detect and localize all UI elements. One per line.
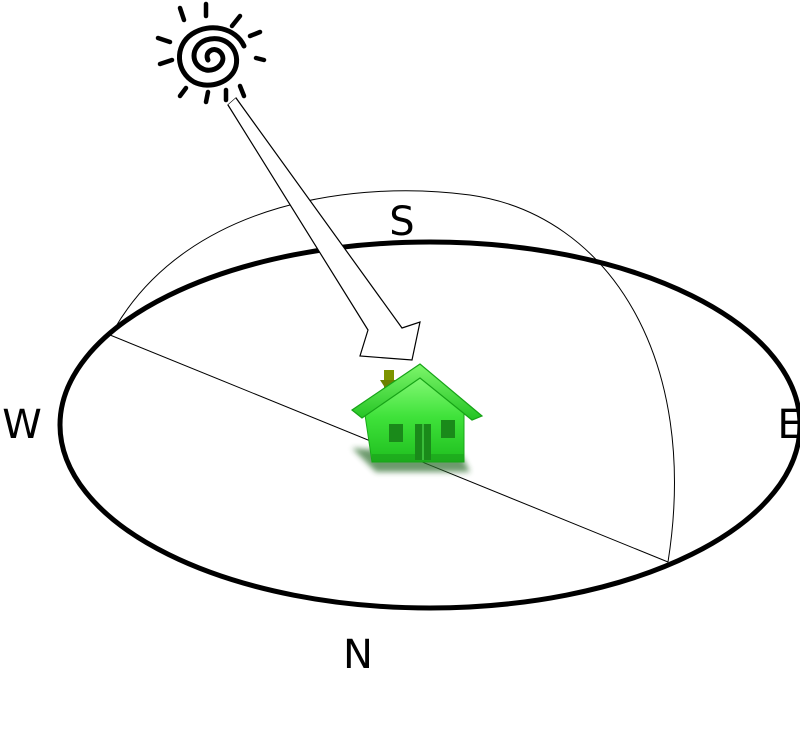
label-north: N	[343, 632, 373, 678]
house-icon	[350, 363, 484, 472]
sky-dome-arc	[114, 190, 675, 563]
horizon-ellipse	[57, 239, 800, 611]
label-west: W	[2, 402, 42, 448]
sun-icon	[155, 1, 267, 105]
sunlight-arrow	[227, 97, 421, 361]
label-east: E	[777, 402, 800, 448]
label-south: S	[389, 199, 414, 245]
